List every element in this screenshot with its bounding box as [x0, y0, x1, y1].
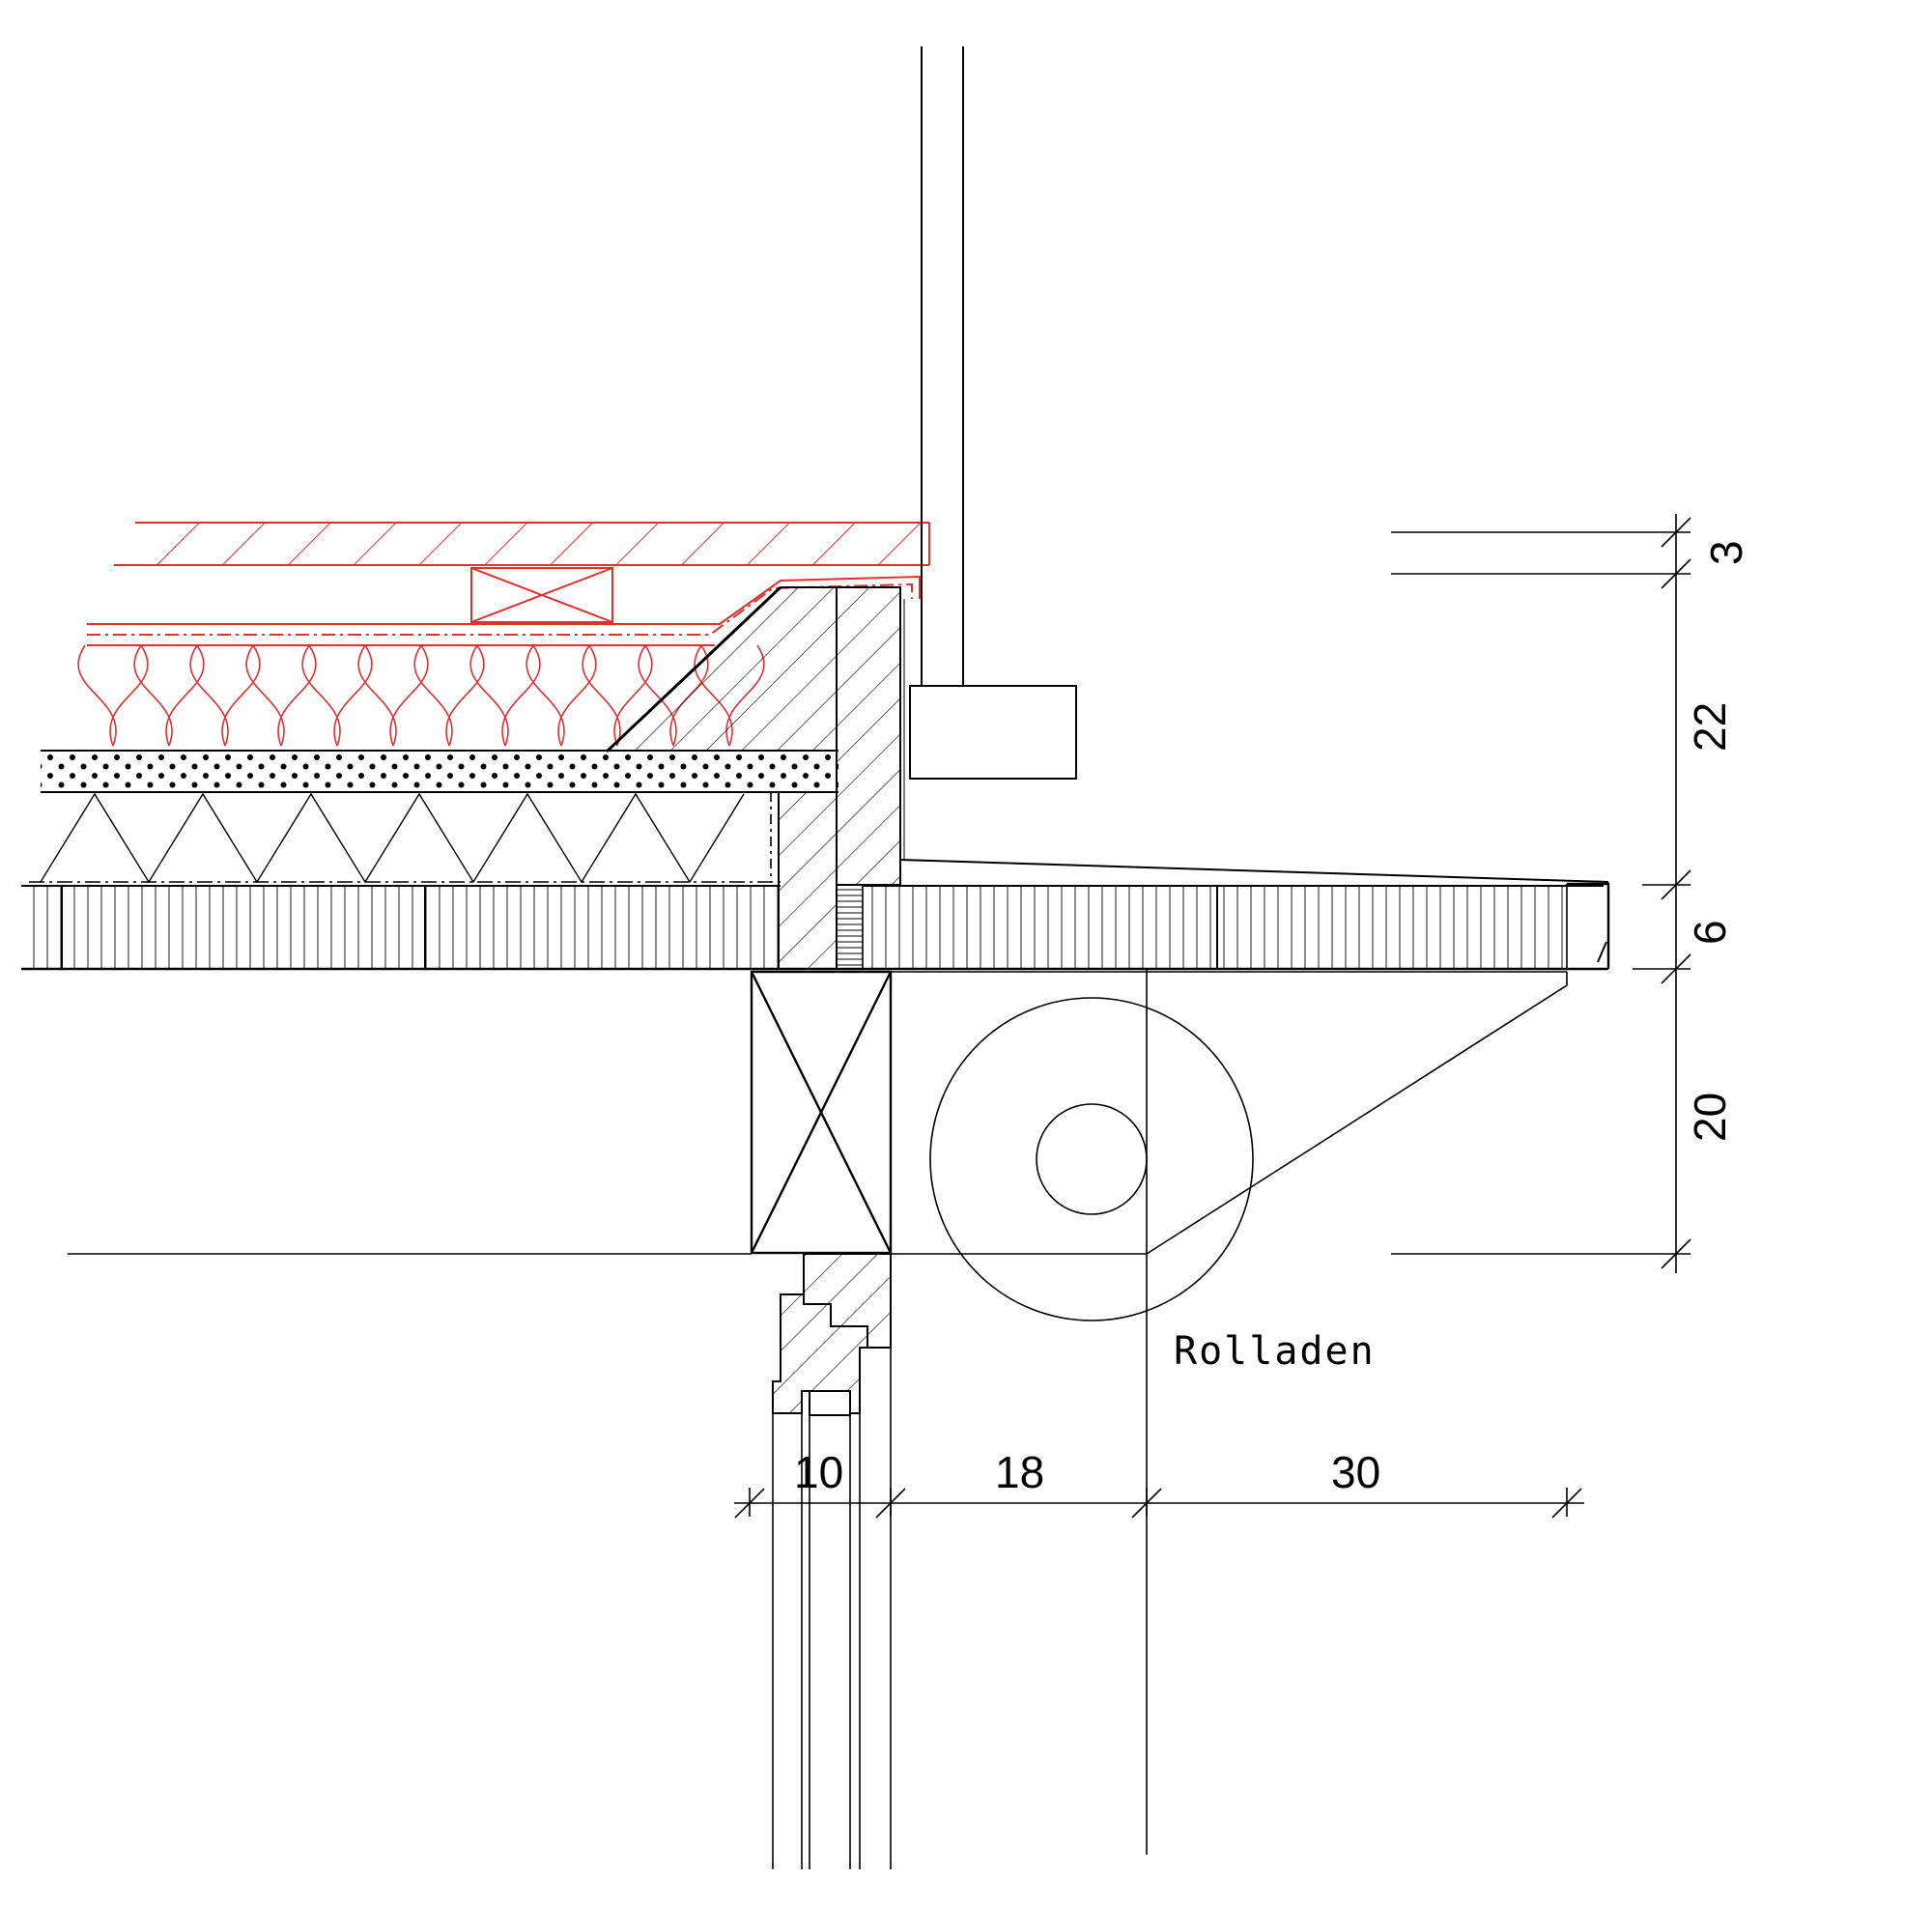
wall-plate [909, 685, 1077, 780]
dim-h-3: 30 [1331, 1447, 1380, 1497]
dimension-lines-vertical [1391, 514, 1691, 1273]
gravel-layer [41, 750, 838, 793]
window-frame [772, 1253, 892, 1416]
dim-v-1: 3 [1701, 540, 1751, 565]
dim-h-2: 18 [995, 1447, 1044, 1497]
dim-h-1: 10 [794, 1447, 843, 1497]
rigid-insulation-layer [29, 791, 831, 884]
roof-membrane [87, 575, 921, 646]
parapet-timber [605, 585, 901, 970]
shutter-box-bracket [68, 971, 1568, 1255]
window-glazing [772, 1348, 892, 1869]
roof-cladding [114, 522, 930, 566]
dim-v-3: 6 [1685, 920, 1735, 945]
dimension-lines-horizontal [734, 1488, 1584, 1519]
drip-edge [1566, 882, 1610, 969]
dim-v-2: 22 [1685, 702, 1735, 752]
timber-deck-slab [21, 885, 1608, 971]
roller-shutter [929, 969, 1254, 1855]
batten-section [470, 567, 613, 623]
rolladen-label: Rolladen [1174, 1329, 1376, 1374]
lintel-beam [750, 970, 893, 1255]
wall-cladding [899, 46, 1609, 883]
dim-v-4: 20 [1685, 1093, 1735, 1142]
